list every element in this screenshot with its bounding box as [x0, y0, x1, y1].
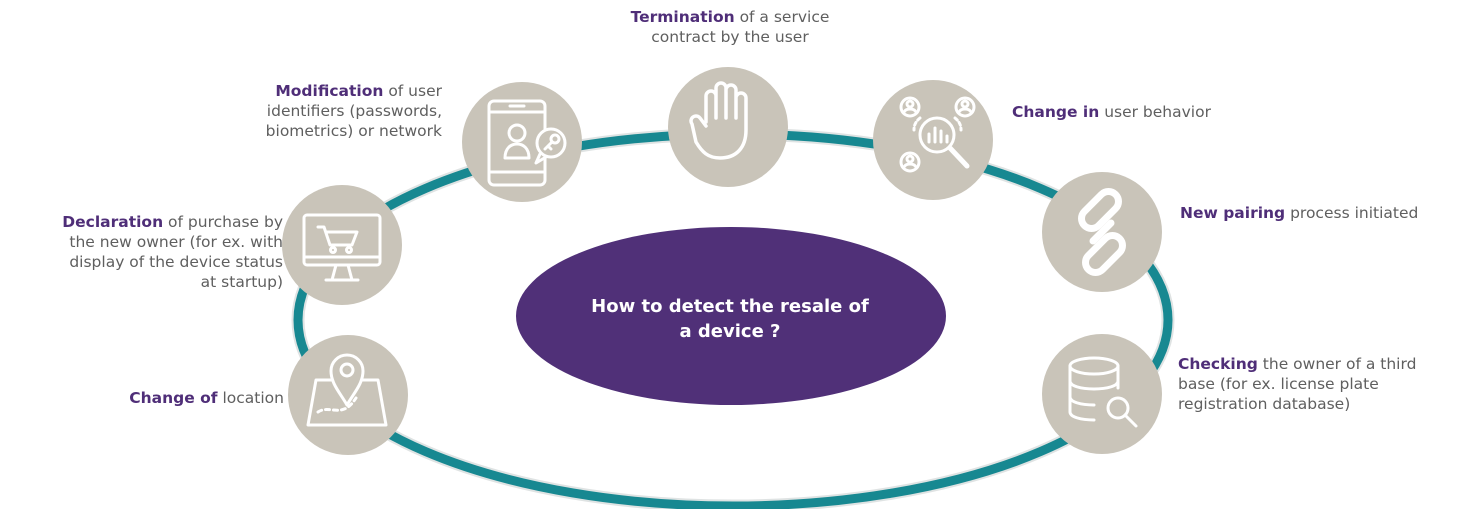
label-modification-text-2: identifiers (passwords, [266, 102, 442, 120]
label-behavior: Change in user behavior [1012, 102, 1272, 122]
label-termination-text-1: of a service [734, 8, 830, 26]
center-question-line1: How to detect the resale of [591, 296, 869, 317]
label-pairing-text-1: process initiated [1285, 204, 1419, 222]
label-pairing: New pairing process initiated [1180, 203, 1450, 223]
label-checking-bold: Checking [1178, 355, 1258, 373]
label-checking-text-3: registration database) [1178, 395, 1351, 413]
node-location [288, 335, 408, 455]
label-location: Change of location [60, 388, 284, 408]
label-checking-text-2: base (for ex. license plate [1178, 375, 1379, 393]
label-termination-text-2: contract by the user [651, 28, 809, 46]
label-checking: Checking the owner of a third base (for … [1178, 354, 1448, 414]
label-location-bold: Change of [129, 389, 218, 407]
label-termination: Termination of a service contract by the… [600, 7, 860, 47]
center-question-line2: a device ? [679, 321, 781, 342]
node-behavior [873, 80, 993, 200]
label-modification-text-1: of user [383, 82, 442, 100]
label-declaration-text-1: of purchase by [163, 213, 283, 231]
label-termination-bold: Termination [630, 8, 735, 26]
node-modification [462, 82, 582, 202]
hand-icon [689, 81, 748, 160]
label-modification-bold: Modification [275, 82, 384, 100]
label-pairing-bold: New pairing [1180, 204, 1286, 222]
node-pairing [1042, 172, 1162, 292]
monitor-cart-icon [302, 213, 382, 282]
database-search-icon [1068, 356, 1138, 428]
label-declaration-text-2: the new owner (for ex. with [69, 233, 283, 251]
label-declaration-text-3: display of the device status [69, 253, 283, 271]
map-pin-icon [306, 353, 388, 427]
label-modification-text-3: biometrics) or network [265, 122, 442, 140]
label-checking-text-1: the owner of a third [1257, 355, 1417, 373]
user-analytics-icon [899, 96, 976, 173]
center-question: How to detect the resale of a device ? [560, 294, 900, 344]
label-behavior-bold: Change in [1012, 103, 1100, 121]
node-checking [1042, 334, 1162, 454]
node-declaration [282, 185, 402, 305]
label-location-text-1: location [217, 389, 284, 407]
node-termination [668, 67, 788, 187]
label-declaration: Declaration of purchase by the new owner… [20, 212, 283, 292]
label-behavior-text-1: user behavior [1099, 103, 1211, 121]
label-declaration-text-4: at startup) [200, 273, 283, 291]
label-declaration-bold: Declaration [62, 213, 164, 231]
label-modification: Modification of user identifiers (passwo… [230, 81, 442, 141]
chain-link-icon [1078, 188, 1126, 276]
center-question-ellipse [516, 227, 946, 405]
tablet-key-icon [487, 99, 567, 187]
